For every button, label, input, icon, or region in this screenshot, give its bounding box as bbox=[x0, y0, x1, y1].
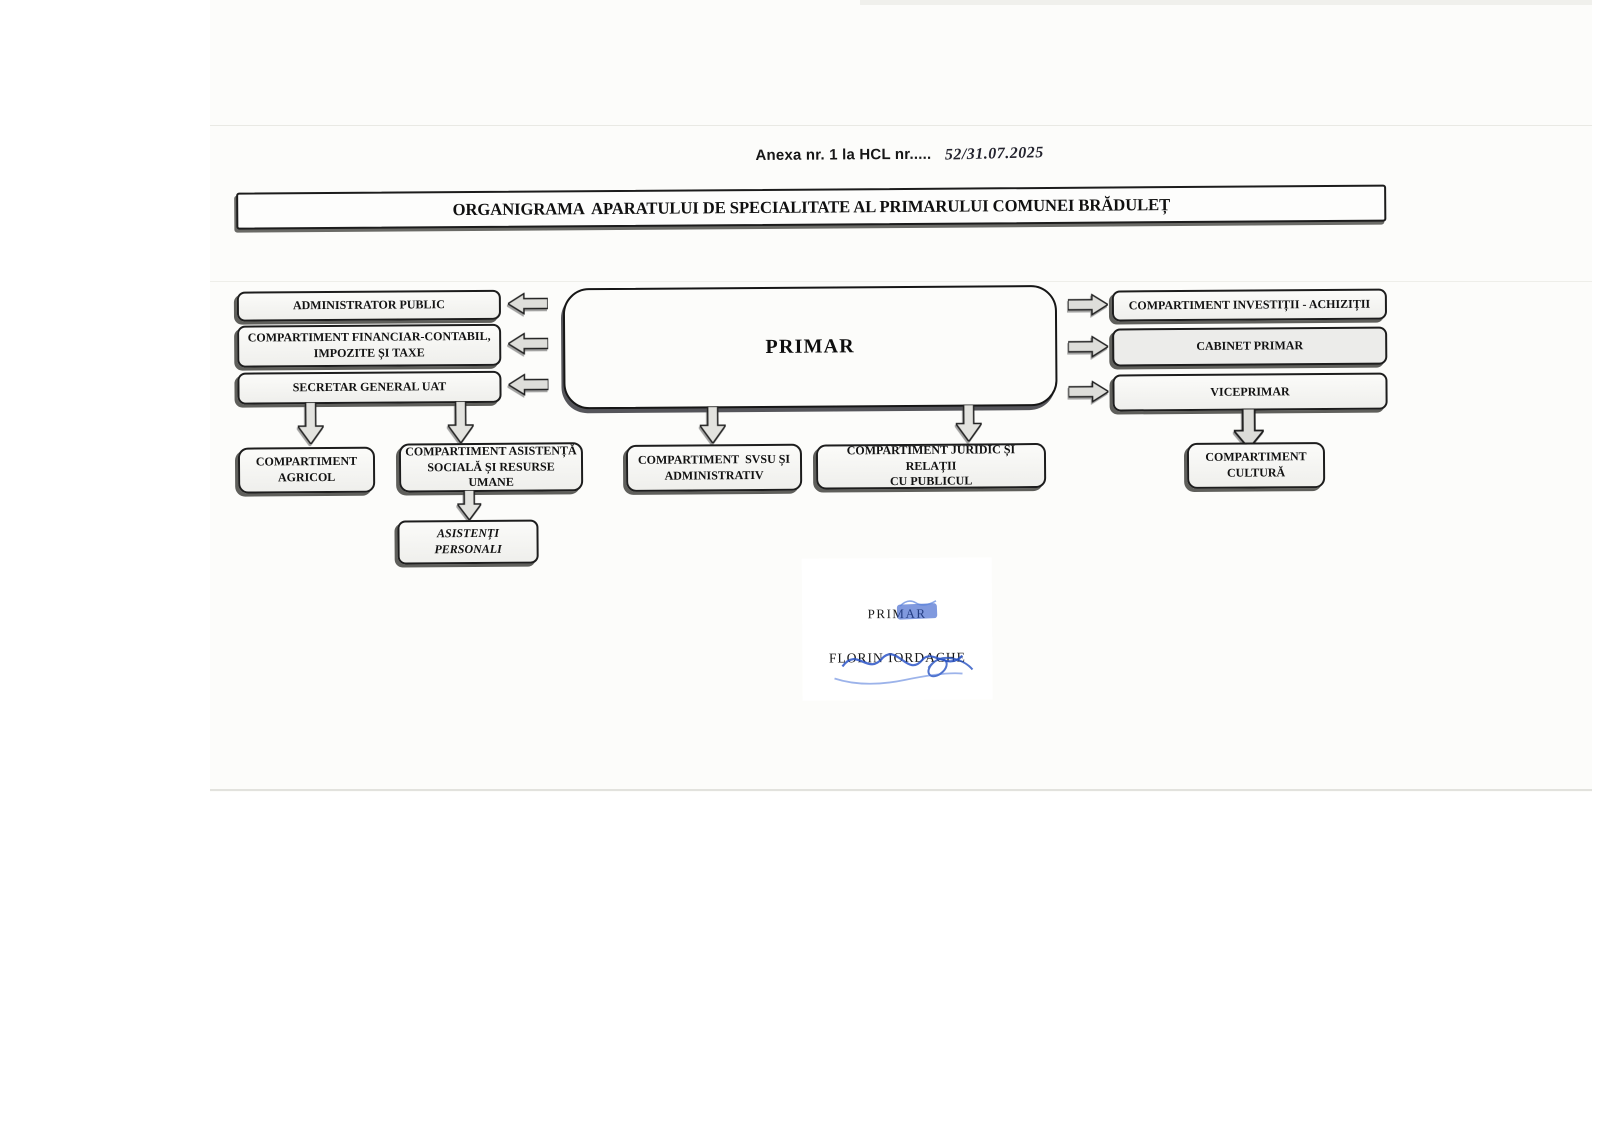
org-box-juridic-relatii: COMPARTIMENT JURIDIC ȘI RELAȚII CU PUBLI… bbox=[815, 442, 1047, 490]
org-box-asistenta-sociala: COMPARTIMENT ASISTENȚĂ SOCIALĂ ȘI RESURS… bbox=[398, 442, 584, 493]
signature-ink-stroke bbox=[899, 600, 937, 607]
arrow-down-icon bbox=[955, 404, 982, 442]
arrow-down-icon bbox=[1233, 408, 1264, 449]
arrow-left-icon bbox=[507, 292, 548, 315]
annex-note: Anexa nr. 1 la HCL nr..... 52/31.07.2025 bbox=[209, 141, 1591, 169]
scan-artifact-line bbox=[210, 789, 1592, 791]
signature-handwriting bbox=[834, 653, 974, 685]
org-box-viceprimar: VICEPRIMAR bbox=[1112, 372, 1388, 412]
org-box-label: SECRETAR GENERAL UAT bbox=[292, 379, 447, 395]
org-chart: Anexa nr. 1 la HCL nr..... 52/31.07.2025… bbox=[208, 0, 1595, 797]
scan-artifact-line bbox=[210, 125, 1592, 126]
org-box-label: PRIMAR bbox=[765, 335, 855, 358]
org-box-label: CABINET PRIMAR bbox=[1196, 338, 1304, 354]
org-box-label: VICEPRIMAR bbox=[1210, 383, 1290, 399]
arrow-down-icon bbox=[297, 402, 324, 445]
org-box-agricol: COMPARTIMENT AGRICOL bbox=[237, 446, 376, 494]
chart-title: ORGANIGRAMA APARATULUI DE SPECIALITATE A… bbox=[452, 194, 1171, 219]
arrow-left-icon bbox=[508, 332, 549, 355]
signature-block: PRIMAR FLORIN IORDACHE bbox=[801, 557, 993, 701]
scan-artifact-line bbox=[210, 281, 1592, 282]
chart-title-box: ORGANIGRAMA APARATULUI DE SPECIALITATE A… bbox=[236, 184, 1387, 230]
arrow-down-icon bbox=[699, 406, 726, 444]
annex-label: Anexa nr. 1 la HCL nr..... bbox=[755, 145, 932, 165]
org-box-financiar-contabil: COMPARTIMENT FINANCIAR-CONTABIL, IMPOZIT… bbox=[237, 323, 502, 368]
org-box-primar: PRIMAR bbox=[562, 284, 1058, 410]
org-box-cultura: COMPARTIMENT CULTURĂ bbox=[1186, 442, 1326, 490]
org-box-label: COMPARTIMENT SVSU ȘI ADMINISTRATIV bbox=[637, 451, 791, 483]
org-box-cabinet-primar: CABINET PRIMAR bbox=[1112, 326, 1388, 367]
org-box-label: ASISTENȚI PERSONALI bbox=[434, 526, 503, 557]
org-box-label: COMPARTIMENT AGRICOL bbox=[255, 454, 358, 485]
scan-artifact-strip bbox=[860, 0, 1592, 5]
org-box-label: ADMINISTRATOR PUBLIC bbox=[292, 297, 445, 313]
org-box-label: COMPARTIMENT CULTURĂ bbox=[1205, 449, 1307, 480]
arrow-right-icon bbox=[1068, 380, 1109, 403]
arrow-right-icon bbox=[1068, 335, 1109, 358]
org-box-label: COMPARTIMENT JURIDIC ȘI RELAȚII CU PUBLI… bbox=[846, 442, 1019, 489]
org-box-label: COMPARTIMENT FINANCIAR-CONTABIL, IMPOZIT… bbox=[247, 329, 491, 361]
arrow-right-icon bbox=[1067, 293, 1108, 316]
org-box-investitii-achizitii: COMPARTIMENT INVESTIȚII - ACHIZIȚII bbox=[1111, 288, 1388, 322]
org-box-secretar-general: SECRETAR GENERAL UAT bbox=[237, 370, 502, 405]
org-box-asistenti-personali: ASISTENȚI PERSONALI bbox=[397, 519, 539, 565]
arrow-down-icon bbox=[447, 400, 474, 444]
annex-number-handwritten: 52/31.07.2025 bbox=[945, 144, 1045, 164]
arrow-left-icon bbox=[508, 373, 549, 396]
org-box-label: COMPARTIMENT ASISTENȚĂ SOCIALĂ ȘI RESURS… bbox=[405, 443, 577, 490]
org-box-svsu-administrativ: COMPARTIMENT SVSU ȘI ADMINISTRATIV bbox=[625, 443, 803, 492]
org-box-label: COMPARTIMENT INVESTIȚII - ACHIZIȚII bbox=[1128, 296, 1371, 313]
arrow-down-icon bbox=[457, 489, 482, 521]
org-box-administrator-public: ADMINISTRATOR PUBLIC bbox=[236, 289, 502, 322]
scanned-page: Anexa nr. 1 la HCL nr..... 52/31.07.2025… bbox=[210, 0, 1592, 792]
